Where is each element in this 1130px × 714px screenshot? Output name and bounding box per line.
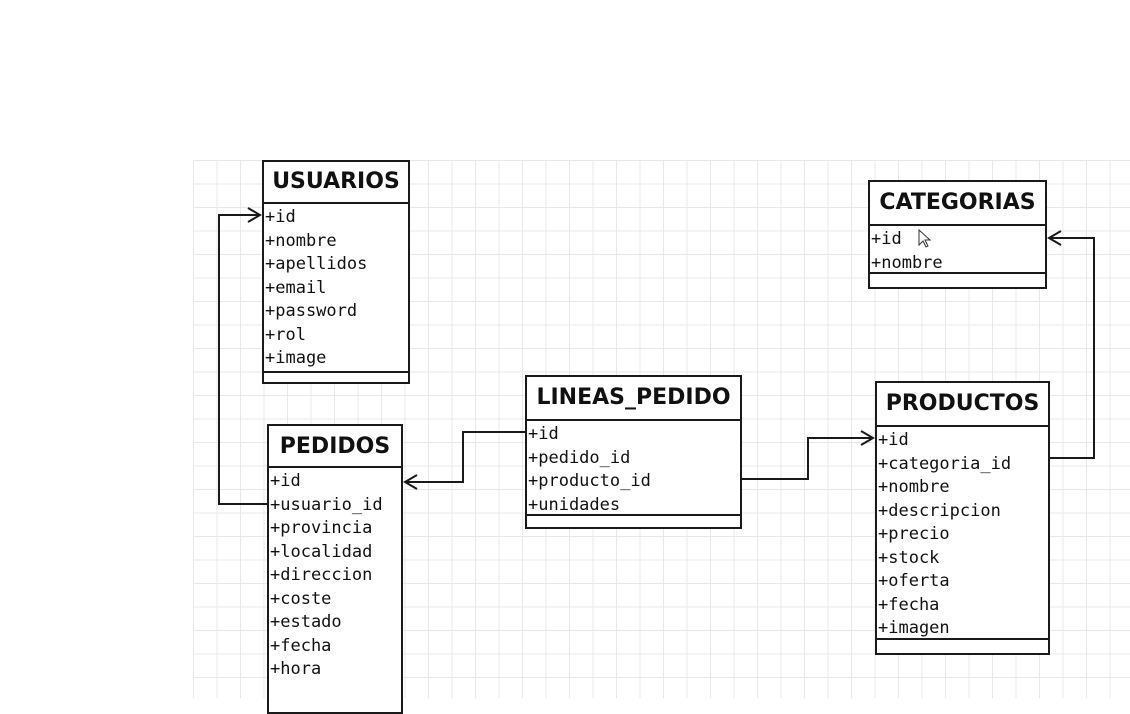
entity-footer xyxy=(264,371,408,382)
field-usuario-id: +usuario_id xyxy=(270,494,383,515)
entity-title: LINEAS_PEDIDO xyxy=(527,377,740,421)
field-email: +email xyxy=(265,277,327,298)
entity-usuarios[interactable]: USUARIOS +id +nombre +apellidos +email +… xyxy=(262,160,410,384)
entity-title: PRODUCTOS xyxy=(877,383,1048,427)
field-nombre: +nombre xyxy=(265,230,337,251)
entity-categorias[interactable]: CATEGORIAS +id +nombre xyxy=(868,180,1047,289)
field-id: +id xyxy=(265,207,296,227)
field-image: +image xyxy=(265,348,327,368)
field-estado: +estado xyxy=(270,612,342,632)
field-nombre: +nombre xyxy=(871,252,943,273)
entity-lineas-pedido[interactable]: LINEAS_PEDIDO +id +pedido_id +producto_i… xyxy=(525,375,742,529)
field-nombre: +nombre xyxy=(878,477,950,497)
field-hora: +hora xyxy=(270,659,322,679)
entity-pedidos[interactable]: PEDIDOS +id +usuario_id +provincia +loca… xyxy=(267,424,403,714)
field-descripcion: +descripcion xyxy=(878,500,1001,521)
field-id: +id xyxy=(871,229,902,249)
field-id: +id xyxy=(270,471,301,491)
entity-footer xyxy=(527,514,740,527)
field-categoria-id: +categoria_id xyxy=(878,453,1012,474)
field-rol: +rol xyxy=(265,324,306,345)
entity-footer xyxy=(870,272,1045,287)
entity-title: USUARIOS xyxy=(264,162,408,204)
mouse-pointer-icon xyxy=(918,229,932,248)
field-stock: +stock xyxy=(878,547,940,568)
field-oferta: +oferta xyxy=(878,571,950,591)
field-precio: +precio xyxy=(878,524,950,544)
field-fecha: +fecha xyxy=(270,635,332,656)
entity-footer xyxy=(877,638,1048,653)
entity-title: PEDIDOS xyxy=(269,426,401,468)
field-fecha: +fecha xyxy=(878,594,940,615)
field-coste: +coste xyxy=(270,588,332,609)
field-localidad: +localidad xyxy=(270,541,373,562)
field-unidades: +unidades xyxy=(528,494,621,515)
entity-title: CATEGORIAS xyxy=(870,182,1045,226)
field-imagen: +imagen xyxy=(878,618,950,638)
entity-productos[interactable]: PRODUCTOS +id +categoria_id +nombre +des… xyxy=(875,381,1050,655)
field-password: +password xyxy=(265,301,358,321)
field-apellidos: +apellidos xyxy=(265,254,368,274)
field-pedido-id: +pedido_id xyxy=(528,447,631,468)
field-id: +id xyxy=(878,430,909,450)
field-provincia: +provincia xyxy=(270,518,373,538)
field-direccion: +direccion xyxy=(270,565,373,585)
field-id: +id xyxy=(528,424,559,444)
field-producto-id: +producto_id xyxy=(528,471,651,491)
